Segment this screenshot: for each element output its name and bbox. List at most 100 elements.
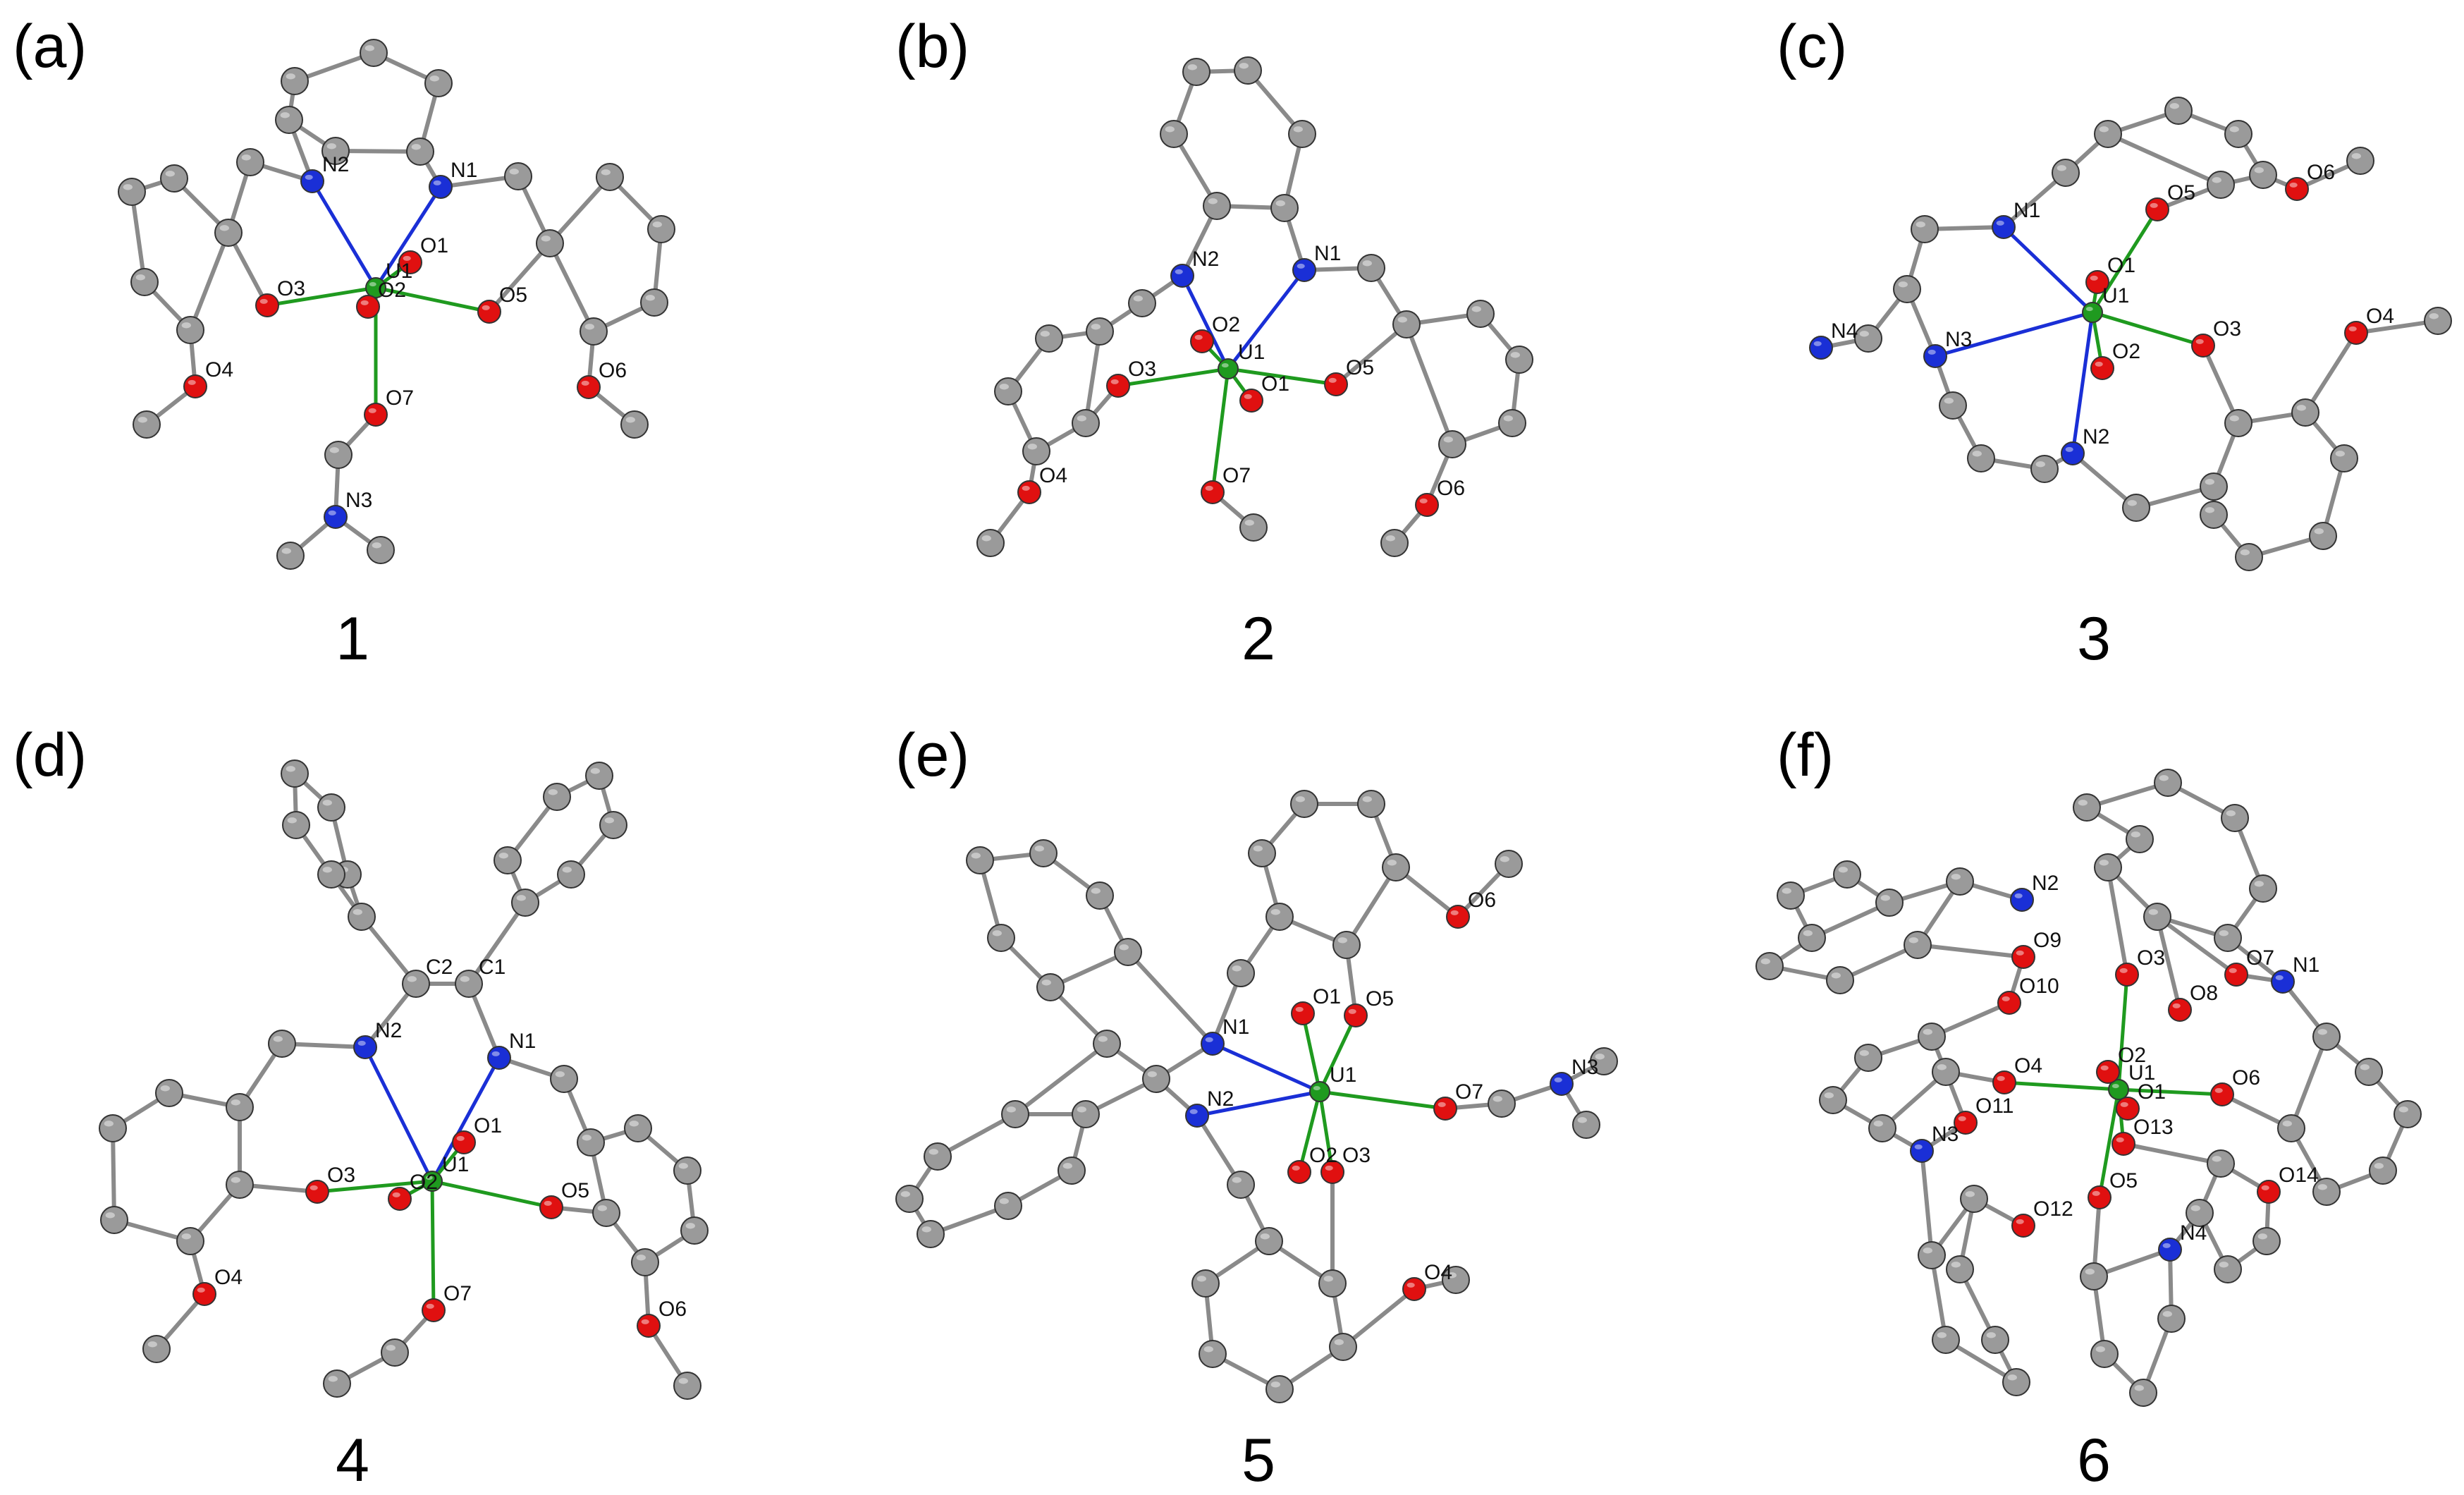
bond-U1-N1 [374,185,443,290]
atom-highlight [2229,968,2237,973]
atom-o1 [2085,270,2109,294]
atom-f6 [2143,903,2171,931]
atom-ea1 [1488,1090,1516,1118]
atom-ce1 [324,441,353,469]
atom-label-n1: N1 [2293,953,2319,977]
atom-et3 [1357,790,1385,818]
atom-u1 [422,1171,443,1192]
atom-f9 [1946,867,1974,896]
atom-o3 [255,293,279,317]
atom-cl6 [176,316,204,344]
atom-f39 [2157,1305,2186,1333]
atom-highlight [1189,1109,1198,1114]
panel-tag-e: (e) [895,721,969,789]
atom-highlight [425,1176,433,1180]
atom-f38 [2129,1379,2157,1407]
bond-U1-O7 [1318,1090,1447,1111]
atom-label-n2: N2 [1192,248,1219,271]
atom-eb3 [1191,1269,1220,1298]
atom-highlight [685,1223,695,1229]
atom-cc5 [2249,161,2277,189]
atom-highlight [1239,63,1249,69]
atom-highlight [137,417,147,423]
atom-highlight [2111,1084,2119,1089]
atom-cc4 [2224,120,2252,148]
atom-label-n2: N2 [2032,872,2059,895]
atom-highlight [2016,1219,2024,1224]
atom-label-o4: O4 [2366,305,2394,328]
atom-highlight [287,817,297,824]
bond-N1-nb8 [1126,950,1215,1046]
atom-label-o5: O5 [561,1179,589,1202]
bond-f7-O3 [2106,865,2129,977]
atom-highlight [364,45,374,51]
atom-highlight [241,154,251,161]
atom-highlight [1006,1106,1016,1113]
atom-de1 [381,1338,409,1367]
atom-highlight [2095,1346,2105,1353]
atom-nb3 [1036,973,1065,1001]
atom-highlight [407,976,417,982]
atom-highlight [2348,326,2357,331]
atom-label-o1: O1 [2138,1080,2166,1104]
atom-cn1 [276,542,305,570]
atom-o6 [2285,177,2309,201]
atom-highlight [1147,1071,1157,1078]
atom-highlight [541,236,551,242]
atom-label-u1: U1 [1330,1063,1356,1087]
atom-label-o7: O7 [2246,946,2274,970]
atom-highlight [2190,1205,2200,1212]
compound-number-3: 3 [2077,605,2111,673]
bond-U1-O5 [2097,1087,2121,1200]
atom-nb12 [895,1185,924,1213]
atom-bl5 [1022,437,1050,465]
bond-U1-N1 [1226,268,1306,371]
atom-ll6 [176,1227,204,1255]
atom-o5 [2145,197,2169,221]
atom-highlight [1493,1096,1502,1102]
atom-highlight [2159,775,2169,781]
atom-cc6 [2207,171,2235,199]
atom-label-o11: O11 [1975,1094,2014,1118]
atom-highlight [1554,1077,1562,1082]
atom-rr4 [673,1157,701,1185]
bond-cr4-O4 [2303,331,2358,415]
atom-dl1 [281,759,309,788]
atom-u1 [1309,1081,1330,1102]
atom-highlight [2092,1190,2100,1196]
atom-cr3 [2224,409,2252,437]
atom-label-n4: N4 [2180,1221,2207,1245]
atom-f5 [2214,924,2242,952]
atom-highlight [2090,275,2098,281]
atom-highlight [1022,485,1030,491]
atom-cl4 [1939,391,1967,420]
bond-O13-f26 [2121,1142,2223,1166]
atom-n1 [1201,1032,1225,1056]
atom-highlight [2016,950,2024,956]
atom-highlight [1923,1029,1932,1035]
atom-highlight [2254,167,2264,173]
atom-f23 [2369,1157,2397,1185]
atom-highlight [678,1378,688,1384]
atom-highlight [601,169,611,176]
atom-nb8 [1114,938,1142,966]
atom-highlight [309,1185,318,1190]
atom-label-o7: O7 [1455,1080,1483,1104]
atom-ea3 [1572,1111,1600,1139]
atom-label-o4: O4 [2014,1054,2042,1078]
atom-highlight [1951,874,1961,880]
atom-nb1 [1142,1065,1170,1093]
atom-highlight [1091,324,1101,330]
atom-bom [1239,513,1268,542]
atom-cl2 [1893,275,1921,303]
atom-highlight [1297,263,1305,269]
atom-n3 [1923,344,1947,368]
atom-highlight [357,1040,366,1046]
atom-highlight [353,909,362,915]
atom-llm [142,1335,171,1363]
panel-tag-c: (c) [1777,13,1847,80]
atom-f19 [1932,1058,1960,1086]
atom-highlight [2214,1087,2223,1093]
